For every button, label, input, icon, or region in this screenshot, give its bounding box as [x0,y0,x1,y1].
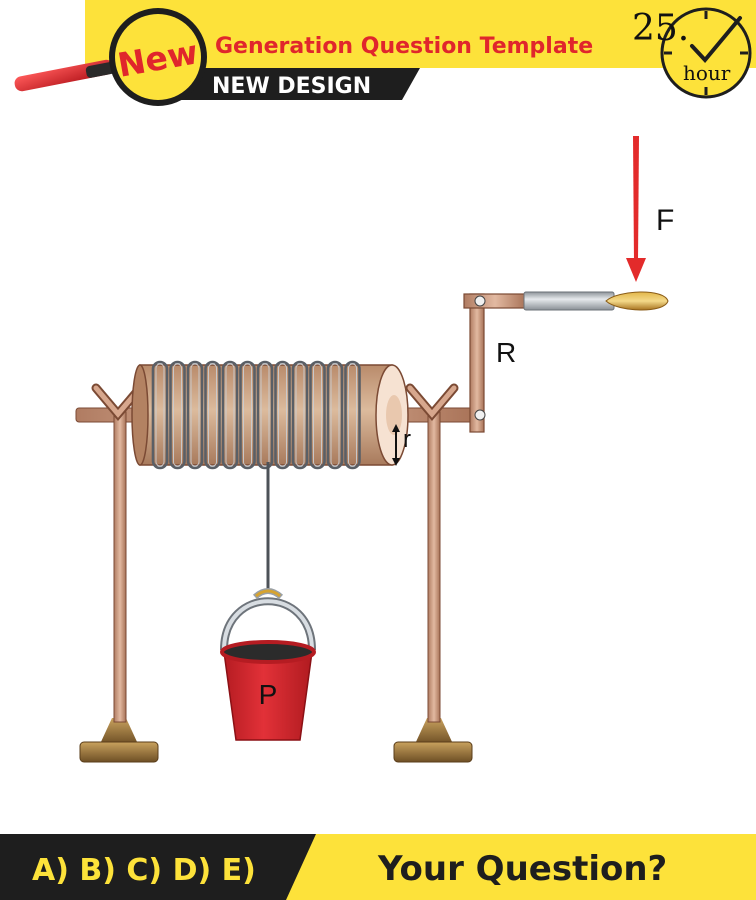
right-post [405,383,459,723]
rope-coil-turn [309,360,326,470]
answer-options: A) B) C) D) E) [32,853,256,888]
drum-radius-label: r [403,426,411,453]
rope-coil-turn [274,360,291,470]
rope-coil-highlight [295,363,305,467]
header: New Generation Question Template NEW DES… [14,0,756,106]
bucket-label: P [259,679,278,710]
rope-coil-highlight [243,363,252,467]
footer-dark-band [0,834,316,900]
rope-coil-turn [204,360,221,470]
rope-coil-highlight [190,363,200,467]
rope-coil-turn [291,360,309,470]
rope-coil-highlight [208,363,217,467]
rope-coils [151,360,361,470]
footer: A) B) C) D) E) Your Question? [0,834,756,900]
magnifier-icon [14,8,207,106]
right-base [393,718,473,763]
header-dark-ribbon [172,68,420,100]
crank-handle [523,291,669,311]
timer-number: 25. [632,8,689,49]
drum-radius-arrow [392,424,400,466]
rope-coil-highlight [313,363,322,467]
rope-coil-turn [256,360,274,470]
rope-coil-turn [151,360,169,470]
bucket [220,588,316,741]
header-subtitle: NEW DESIGN [212,74,371,99]
rope-coil-turn [344,360,361,470]
rope-coil-highlight [330,363,340,467]
rope-coil-highlight [173,363,182,467]
force-label: F [656,204,674,237]
rope-coil-turn [221,360,239,470]
rope-coil-highlight [278,363,287,467]
force-arrow [626,136,646,282]
rope-coil-turn [239,360,256,470]
question-prompt: Your Question? [377,849,667,889]
timer-unit: hour [683,61,731,85]
windlass-diagram: P r R F [75,136,674,763]
clock-icon [660,7,752,99]
crank-arm [463,293,527,433]
rope-coil-highlight [155,363,165,467]
rope-coil-highlight [348,363,357,467]
left-base [79,718,159,763]
rope-coil-turn [186,360,204,470]
header-title: Generation Question Template [215,34,593,59]
drum [131,364,409,466]
rope-coil-turn [169,360,186,470]
rope-coil-highlight [260,363,270,467]
crank-radius-label: R [496,337,516,368]
rope-coil-highlight [225,363,235,467]
rope-coil-turn [326,360,344,470]
